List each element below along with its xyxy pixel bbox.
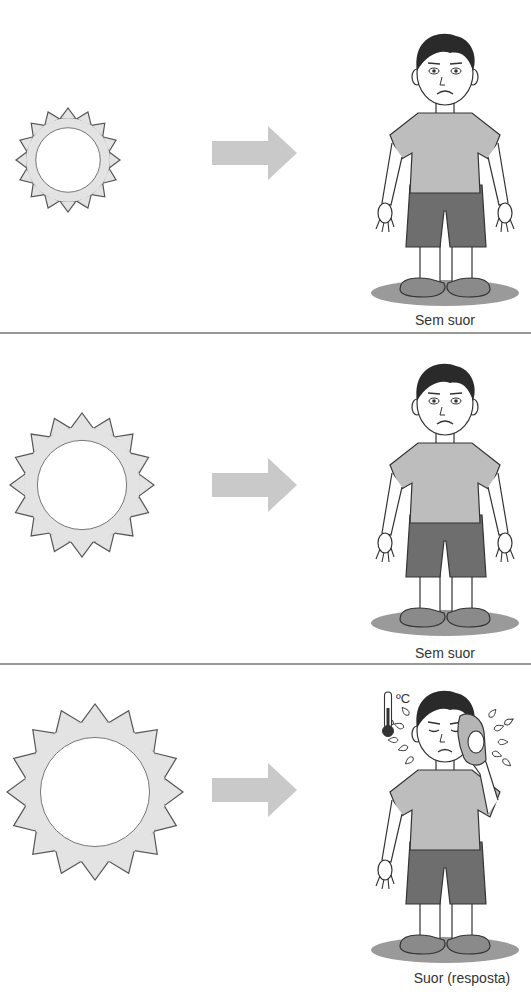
caption-label: Sem suor <box>415 312 475 328</box>
sun-small <box>16 108 120 212</box>
arrow <box>212 763 297 817</box>
caption-label: Sem suor <box>415 645 475 661</box>
sweating-boy-figure <box>371 691 519 963</box>
sun-medium <box>10 413 154 557</box>
boy-figure <box>371 34 519 306</box>
arrow <box>212 458 297 512</box>
divider <box>0 332 531 333</box>
arrow <box>212 126 297 180</box>
thermometer <box>383 692 394 737</box>
caption-label: Suor (resposta) <box>414 970 510 986</box>
divider <box>0 663 531 664</box>
boy-figure <box>371 364 519 636</box>
unit-label: ºC <box>396 691 410 707</box>
sun-large <box>7 704 183 880</box>
